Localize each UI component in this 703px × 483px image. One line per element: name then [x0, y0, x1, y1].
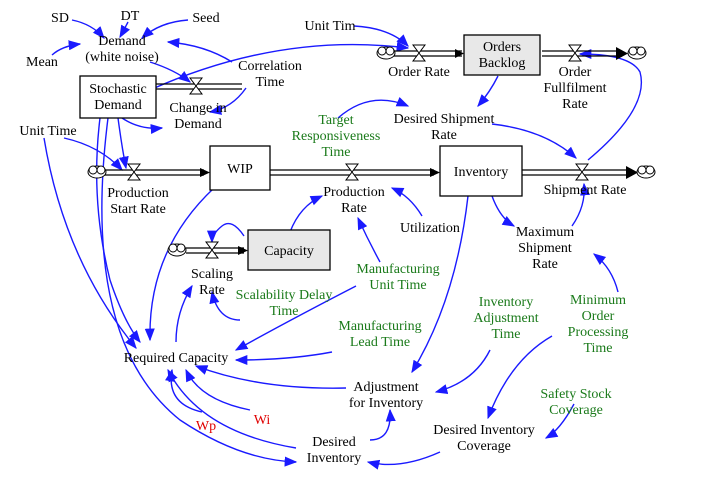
link-capacity-productionrate: [289, 195, 324, 233]
cloud-sink-shipment: [636, 165, 656, 179]
label-demand-white-noise: Demand(white noise): [85, 34, 159, 65]
cloud-sink-fulfilment: [627, 46, 647, 60]
link-inventory-adjustment: [411, 195, 469, 374]
link-demand-change: [149, 61, 191, 83]
valve-scaling-rate: [205, 241, 219, 259]
link-stochastic-productionstart: [117, 117, 129, 170]
link-minorder-desiredcov: [487, 335, 553, 420]
link-desiredinv-requiredcap: [167, 368, 297, 449]
link-stochastic-desiredinv: [101, 117, 298, 467]
link-sd-demand: [71, 19, 105, 39]
link-mfglead-requiredcap: [234, 351, 333, 366]
link-adjustment-requiredcap: [194, 365, 347, 389]
stock-inventory-box: [439, 145, 523, 197]
clouds: [87, 46, 656, 257]
cloud-source-production: [87, 165, 107, 179]
link-safetystock-desiredcov: [544, 403, 575, 439]
link-desiredshipment-shipmentrate: [491, 123, 577, 159]
link-backlog-desiredshipment: [477, 75, 499, 107]
link-dt-demand: [119, 21, 131, 39]
link-seed-demand: [141, 19, 189, 39]
link-requiredcap-scalingrate: [175, 284, 193, 343]
valve-production-start: [127, 163, 141, 181]
link-stochastic-changeindemand: [121, 117, 164, 135]
link-invadjtime-adjustment: [434, 349, 491, 394]
valve-order-rate: [412, 44, 426, 62]
stock-wip-box: [209, 145, 271, 191]
label-unit-time-left: Unit Time: [19, 124, 76, 139]
valve-shipment-rate: [575, 163, 589, 181]
link-wi-requiredcap: [185, 368, 251, 411]
label-required-capacity: Required Capacity: [124, 351, 229, 366]
valves: [127, 44, 589, 259]
label-unit-time-top: Unit Tim: [305, 19, 356, 34]
label-wip: WIP: [227, 162, 253, 177]
link-target-desiredshipment: [337, 96, 410, 119]
link-inventory-maxshipment: [491, 195, 516, 227]
link-unittime-productionstart: [63, 137, 123, 171]
label-wp: Wp: [196, 419, 216, 434]
link-mfgunit-productionrate: [357, 216, 381, 263]
label-shipment-rate: Shipment Rate: [544, 183, 627, 198]
link-stochastic-orderrate: [149, 41, 410, 91]
link-mfgunit-requiredcap: [234, 285, 357, 351]
link-mean-demand: [51, 40, 82, 56]
label-inventory: Inventory: [454, 165, 508, 180]
label-capacity: Capacity: [264, 244, 314, 259]
link-minorder-maxshipment: [593, 253, 619, 293]
label-utilization: Utilization: [400, 221, 460, 236]
label-seed: Seed: [192, 11, 219, 26]
link-correlation-demand: [166, 37, 233, 63]
valve-change-in-demand: [189, 77, 203, 95]
label-order-rate: Order Rate: [388, 65, 450, 80]
stock-capacity-box: [247, 229, 331, 271]
link-correlation-change: [208, 87, 247, 115]
link-desiredcov-desiredinv: [366, 451, 441, 470]
stock-stochastic-demand-box: [79, 75, 157, 119]
valve-order-fulfilment: [568, 44, 582, 62]
link-wip-requiredcap: [144, 187, 215, 342]
link-capacity-scalingrate: [206, 222, 245, 244]
link-utilization-productionrate: [390, 187, 423, 217]
link-stochastic-requiredcap: [95, 117, 141, 343]
causal-links: [43, 19, 642, 470]
link-wp-requiredcap: [165, 368, 203, 413]
link-unittim-orderrate: [353, 25, 409, 47]
label-wi: Wi: [254, 413, 271, 428]
label-mean: Mean: [26, 55, 58, 70]
link-desiredinv-adjustment: [369, 408, 396, 441]
valve-production-rate: [345, 163, 359, 181]
link-scalability-scalingrate: [209, 290, 241, 321]
cloud-source-order: [376, 46, 396, 60]
label-dt: DT: [121, 9, 140, 24]
stock-orders-backlog-box: [463, 34, 541, 76]
link-maxshipment-shipmentrate: [571, 182, 591, 227]
stocks: [79, 34, 541, 271]
cloud-source-scaling: [167, 243, 187, 257]
label-sd: SD: [51, 11, 69, 26]
link-unittime-requiredcap: [43, 137, 137, 349]
